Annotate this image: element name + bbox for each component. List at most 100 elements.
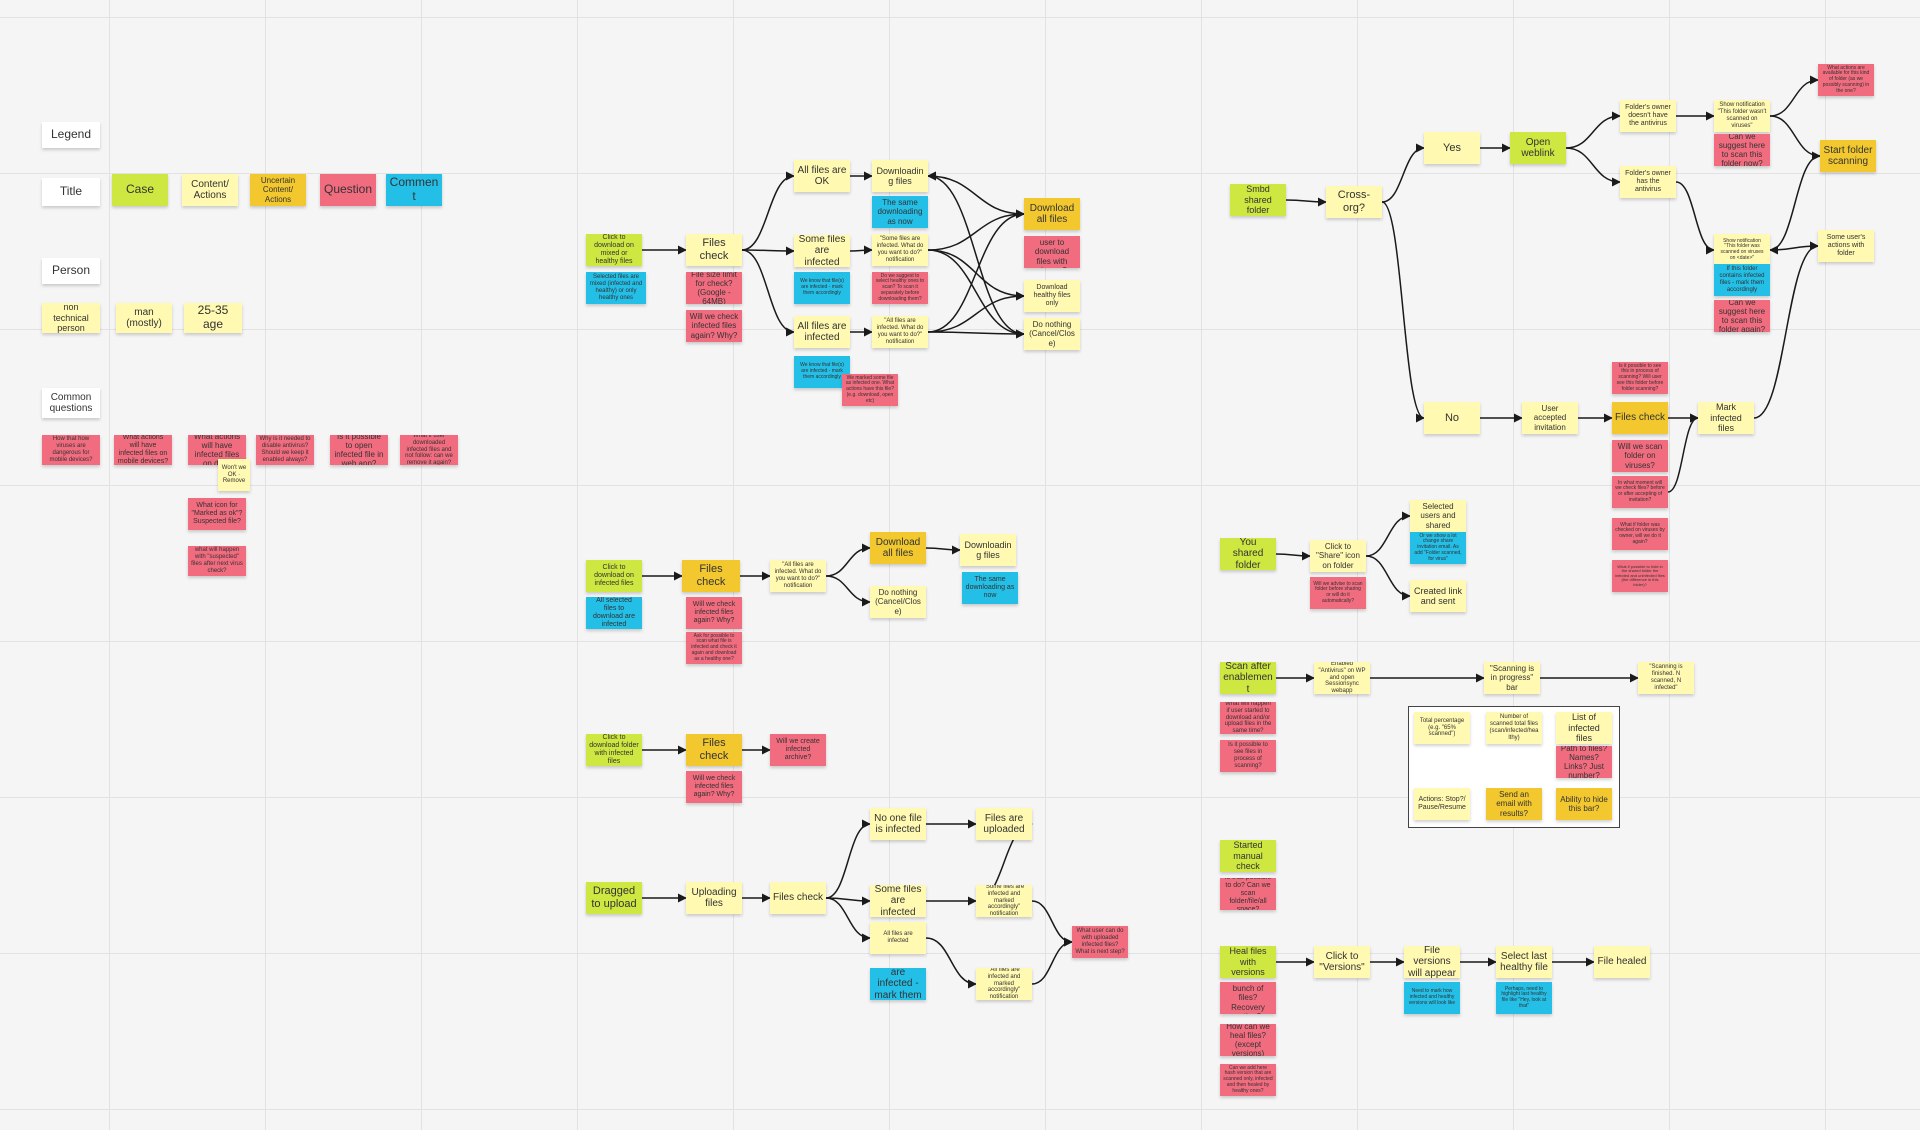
sticky-note-yes[interactable]: Yes — [1424, 132, 1480, 164]
sticky-note-selected-users-and-shared[interactable]: Selected users and shared — [1410, 500, 1466, 532]
sticky-note-25-35-age[interactable]: 25-35 age — [184, 303, 242, 333]
sticky-note-downloading-files[interactable]: Downloading files — [960, 534, 1016, 566]
sticky-note-selected-files-are-mixed-infecte[interactable]: Selected files are mixed (infected and h… — [586, 272, 646, 304]
sticky-note-legend[interactable]: Legend — [42, 122, 100, 148]
sticky-note-how-that-how-viruses-are-dangero[interactable]: How that how viruses are dangerous for m… — [42, 435, 100, 465]
sticky-note-file-size-limit-for-check-google[interactable]: File size limit for check? (Google - 64M… — [686, 272, 742, 304]
sticky-note-the-same-downloading-as-now[interactable]: The same downloading as now — [962, 572, 1018, 604]
sticky-note-we-know-that-file-s-are-infected[interactable]: We know that file(s) are infected - mark… — [794, 272, 850, 304]
sticky-note-click-to-download-on-infected-fi[interactable]: Click to download on infected files — [586, 560, 642, 592]
sticky-note-folder-s-owner-has-the-antivirus[interactable]: Folder's owner has the antivirus — [1620, 166, 1676, 198]
sticky-note-no-one-file-is-infected[interactable]: No one file is infected — [870, 808, 926, 840]
sticky-note-list-of-infected-files[interactable]: List of infected files — [1556, 712, 1612, 744]
sticky-note-mark-infected-files[interactable]: Mark infected files — [1698, 402, 1754, 434]
sticky-note-do-we-let-user-to-download-files[interactable]: Do we let user to download files with vi… — [1024, 236, 1080, 268]
sticky-note-do-nothing-cancel-close[interactable]: Do nothing (Cancel/Close) — [870, 586, 926, 618]
sticky-note-can-we-suggest-here-to-scan-this[interactable]: Can we suggest here to scan this folder … — [1714, 134, 1770, 166]
sticky-note-what-if-possible-to-hide-in-the-[interactable]: What if possible to hide in the shared f… — [1612, 560, 1668, 592]
sticky-note-if-this-folder-contains-infected[interactable]: If this folder contains infected files -… — [1714, 264, 1770, 296]
sticky-note-or-we-show-a-lot-change-share-in[interactable]: Or we show a lot change share invitation… — [1410, 532, 1466, 564]
sticky-note-what-user-can-do-with-uploaded-i[interactable]: What user can do with uploaded infected … — [1072, 926, 1128, 958]
sticky-note-file-healed[interactable]: File healed — [1594, 946, 1650, 978]
sticky-note-click-to-versions[interactable]: Click to "Versions" — [1314, 946, 1370, 978]
sticky-note-in-what-moment-will-we-check-fil[interactable]: In what moment will we check files? befo… — [1612, 476, 1668, 508]
sticky-note-we-marked-some-file-as-infected-[interactable]: We marked some file as infected one. Wha… — [842, 374, 898, 406]
sticky-note-click-to-share-icon-on-folder[interactable]: Click to "Share" icon on folder — [1310, 540, 1366, 572]
sticky-note-what-icon-for-marked-as-ok-suspe[interactable]: What icon for "Marked as ok"? Suspected … — [188, 498, 246, 530]
sticky-note-person[interactable]: Person — [42, 258, 100, 284]
sticky-note-started-manual-check[interactable]: Started manual check — [1220, 840, 1276, 872]
sticky-note-actions-stop-pause-resume[interactable]: Actions: Stop?/ Pause/Resume — [1414, 788, 1470, 820]
sticky-note-downloading-files[interactable]: Downloading files — [872, 160, 928, 192]
sticky-note-download-healthy-files-only[interactable]: Download healthy files only — [1024, 280, 1080, 312]
sticky-note-what-actions-will-have-infected-[interactable]: What actions will have infected files on… — [114, 435, 172, 465]
sticky-note-all-files-are-infected-what-do-y[interactable]: "All files are infected. What do you wan… — [872, 316, 928, 348]
sticky-note-scanning-is-finished-n-scanned-n[interactable]: "Scanning is finished. N scanned, N infe… — [1638, 662, 1694, 694]
sticky-note-files-check[interactable]: Files check — [682, 560, 740, 592]
sticky-note-click-to-download-folder-with-in[interactable]: Click to download folder with infected f… — [586, 734, 642, 766]
sticky-note-send-an-email-with-results[interactable]: Send an email with results? — [1486, 788, 1542, 820]
sticky-note-all-files-are-infected-what-do-y[interactable]: "All files are infected. What do you wan… — [770, 560, 826, 592]
sticky-note-some-user-s-actions-with-folder[interactable]: Some user's actions with folder — [1818, 230, 1874, 262]
sticky-note-open-weblink[interactable]: Open weblink — [1510, 132, 1566, 164]
sticky-note-non-technical-person[interactable]: non technical person — [42, 303, 100, 333]
sticky-note-scanning-is-in-progress-bar[interactable]: "Scanning is in progress" bar — [1484, 662, 1540, 694]
sticky-note-will-we-advise-to-scan-folder-be[interactable]: Will we advise to scan folder before sha… — [1310, 577, 1366, 609]
sticky-note-user-accepted-invitation[interactable]: User accepted invitation — [1522, 402, 1578, 434]
sticky-note-why-is-it-needed-to-disable-anti[interactable]: Why is it needed to disable antivirus? S… — [256, 435, 314, 465]
sticky-note-all-files-are-infected-and-marke[interactable]: "All files are infected and marked accor… — [976, 968, 1032, 1000]
sticky-note-ask-for-possible-to-scan-what-fi[interactable]: Ask for possible to scan what file is in… — [686, 632, 742, 664]
sticky-note-folder-s-owner-doesn-t-have-the-[interactable]: Folder's owner doesn't have the antiviru… — [1620, 100, 1676, 132]
sticky-note-will-we-check-infected-files-aga[interactable]: Will we check infected files again? Why? — [686, 597, 742, 629]
sticky-note-all-files-are-infected[interactable]: All files are infected — [794, 316, 850, 348]
sticky-note-content-actions[interactable]: Content/ Actions — [182, 174, 238, 206]
sticky-note-cross-org[interactable]: Cross-org? — [1326, 186, 1382, 218]
sticky-note-we-know-that-file-s-are-infected[interactable]: We know that file(s) are infected - mark… — [870, 968, 926, 1000]
sticky-note-show-notification-this-folder-wa[interactable]: Show notification "This folder was scann… — [1714, 234, 1770, 266]
sticky-note-file-versions-will-appear[interactable]: File versions will appear — [1404, 946, 1460, 978]
sticky-note-download-all-files[interactable]: Download all files — [1024, 198, 1080, 230]
sticky-note-what-will-happen-with-suspected-[interactable]: what will happen with "suspected" files … — [188, 546, 246, 576]
sticky-note-scan-after-enablement[interactable]: Scan after enablement — [1220, 662, 1276, 694]
sticky-note-you-shared-folder[interactable]: You shared folder — [1220, 538, 1276, 570]
sticky-note-will-we-scan-folder-on-viruses[interactable]: Will we scan folder on viruses? — [1612, 440, 1668, 472]
sticky-note-comment[interactable]: Comment — [386, 174, 442, 206]
sticky-note-what-actions-are-available-for-t[interactable]: What actions are available for this kind… — [1818, 64, 1874, 96]
sticky-note-how-to-heal-bunch-of-files-recov[interactable]: How to heal bunch of files? Recovery opt… — [1220, 982, 1276, 1014]
sticky-note-question[interactable]: Question — [320, 174, 376, 206]
sticky-note-no[interactable]: No — [1424, 402, 1480, 434]
sticky-note-case[interactable]: Case — [112, 174, 168, 206]
sticky-note-all-files-are-infected[interactable]: All files are infected — [870, 922, 926, 954]
sticky-note-man-mostly[interactable]: man (mostly) — [116, 303, 172, 333]
sticky-note-total-percentage-e-g-65-scanned[interactable]: Total percentage (e.g. "65% scanned") — [1414, 712, 1470, 744]
sticky-note-do-we-suggest-to-select-healthy-[interactable]: Do we suggest to select healthy ones to … — [872, 272, 928, 304]
sticky-note-the-same-downloading-as-now[interactable]: The same downloading as now — [872, 196, 928, 228]
sticky-note-start-folder-scanning[interactable]: Start folder scanning — [1820, 140, 1876, 172]
sticky-note-heal-files-with-versions[interactable]: Heal files with versions — [1220, 946, 1276, 978]
sticky-note-files-check[interactable]: Files check — [1612, 402, 1668, 434]
sticky-note-uploading-files[interactable]: Uploading files — [686, 882, 742, 914]
sticky-note-what-if-folder-was-checked-on-vi[interactable]: What if folder was checked on viruses by… — [1612, 518, 1668, 550]
sticky-note-ability-to-hide-this-bar[interactable]: Ability to hide this bar? — [1556, 788, 1612, 820]
sticky-note-files-check[interactable]: Files check — [686, 234, 742, 266]
sticky-note-show-notification-this-folder-wa[interactable]: Show notification "This folder wasn't sc… — [1714, 100, 1770, 132]
sticky-note-need-to-mark-how-infected-and-he[interactable]: Need to mark how infected and healthy ve… — [1404, 982, 1460, 1014]
sticky-note-created-link-and-sent[interactable]: Created link and sent — [1410, 580, 1466, 612]
sticky-note-do-nothing-cancel-close[interactable]: Do nothing (Cancel/Close) — [1024, 318, 1080, 350]
sticky-note-we-know-that-file-s-are-infected[interactable]: We know that file(s) are infected - mark… — [794, 356, 850, 388]
sticky-note-some-files-are-infected[interactable]: Some files are infected — [794, 235, 850, 267]
sticky-note-is-it-possible-to-see-this-in-pr[interactable]: Is it possible to see this in process of… — [1612, 362, 1668, 394]
sticky-note-is-that-possible-to-do-can-we-sc[interactable]: Is that possible to do? Can we scan fold… — [1220, 878, 1276, 910]
sticky-note-title[interactable]: Title — [42, 178, 100, 206]
sticky-note-click-to-download-on-mixed-or-he[interactable]: Click to download on mixed or healthy fi… — [586, 234, 642, 266]
sticky-note-perhaps-need-to-highlight-last-h[interactable]: Perhaps, need to highlight last healthy … — [1496, 982, 1552, 1014]
sticky-note-path-to-files-names-links-just-n[interactable]: Path to files? Names? Links? Just number… — [1556, 746, 1612, 778]
sticky-note-will-we-create-infected-archive[interactable]: Will we create infected archive? — [770, 734, 826, 766]
sticky-note-all-files-are-ok[interactable]: All files are OK — [794, 160, 850, 192]
sticky-note-smbd-shared-folder[interactable]: Smbd shared folder — [1230, 184, 1286, 216]
sticky-note-what-will-happen-if-user-started[interactable]: What will happen if user started to down… — [1220, 702, 1276, 734]
sticky-note-how-can-we-heal-files-except-ver[interactable]: How can we heal files? (except versions) — [1220, 1024, 1276, 1056]
sticky-note-some-files-are-infected[interactable]: Some files are infected — [870, 885, 926, 917]
sticky-note-common-questions[interactable]: Common questions — [42, 388, 100, 418]
